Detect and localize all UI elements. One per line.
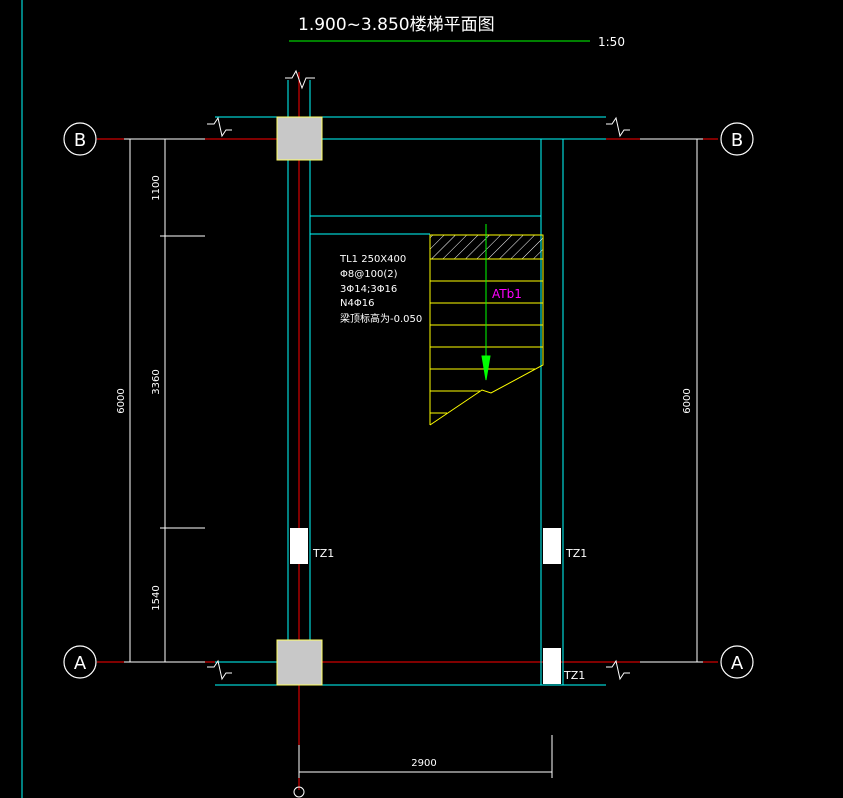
break-marks	[207, 69, 630, 681]
dim-seg-top: 1100	[151, 175, 162, 200]
dim-seg-bottom: 1540	[151, 585, 162, 610]
svg-text:梁顶标高为-0.050: 梁顶标高为-0.050	[340, 312, 422, 325]
axis-lines	[97, 72, 718, 790]
svg-text:A: A	[74, 653, 87, 674]
stair-label: ATb1	[492, 287, 522, 301]
svg-text:N4Φ16: N4Φ16	[340, 298, 374, 309]
svg-text:A: A	[731, 653, 744, 674]
dim-seg-middle: 3360	[151, 369, 162, 394]
axis-bubble-a-left: A	[63, 645, 97, 679]
tz1-column-right-bottom	[543, 648, 561, 684]
column-block-top	[276, 116, 323, 161]
svg-text:TL1 250X400: TL1 250X400	[339, 254, 406, 265]
wall-lines	[129, 80, 606, 686]
drawing-scale: 1:50	[598, 35, 625, 49]
tz1-column-right-mid	[543, 528, 561, 564]
tz1-label-right-bottom: TZ1	[563, 669, 585, 682]
dimension-lines	[124, 138, 703, 778]
axis-end-marker	[293, 786, 305, 798]
stair-direction-arrow	[481, 224, 491, 381]
svg-text:B: B	[74, 130, 86, 151]
axis-bubble-b-right: B	[720, 122, 754, 156]
axis-bubble-a-right: A	[720, 645, 754, 679]
dim-left-total: 6000	[116, 388, 127, 413]
tz1-column-left	[290, 528, 308, 564]
tz1-label-left: TZ1	[312, 547, 334, 560]
tz1-label-right-mid: TZ1	[565, 547, 587, 560]
column-block-bottom	[276, 639, 323, 686]
drawing-title: 1.900~3.850楼梯平面图	[298, 15, 495, 35]
svg-text:Φ8@100(2): Φ8@100(2)	[340, 269, 398, 280]
axis-bubble-b-left: B	[63, 122, 97, 156]
svg-text:B: B	[731, 130, 743, 151]
beam-note: TL1 250X400 Φ8@100(2) 3Φ14;3Φ16 N4Φ16 梁顶…	[339, 254, 422, 325]
dim-bottom-width: 2900	[411, 758, 436, 769]
svg-text:3Φ14;3Φ16: 3Φ14;3Φ16	[340, 284, 397, 295]
dim-right-total: 6000	[682, 388, 693, 413]
